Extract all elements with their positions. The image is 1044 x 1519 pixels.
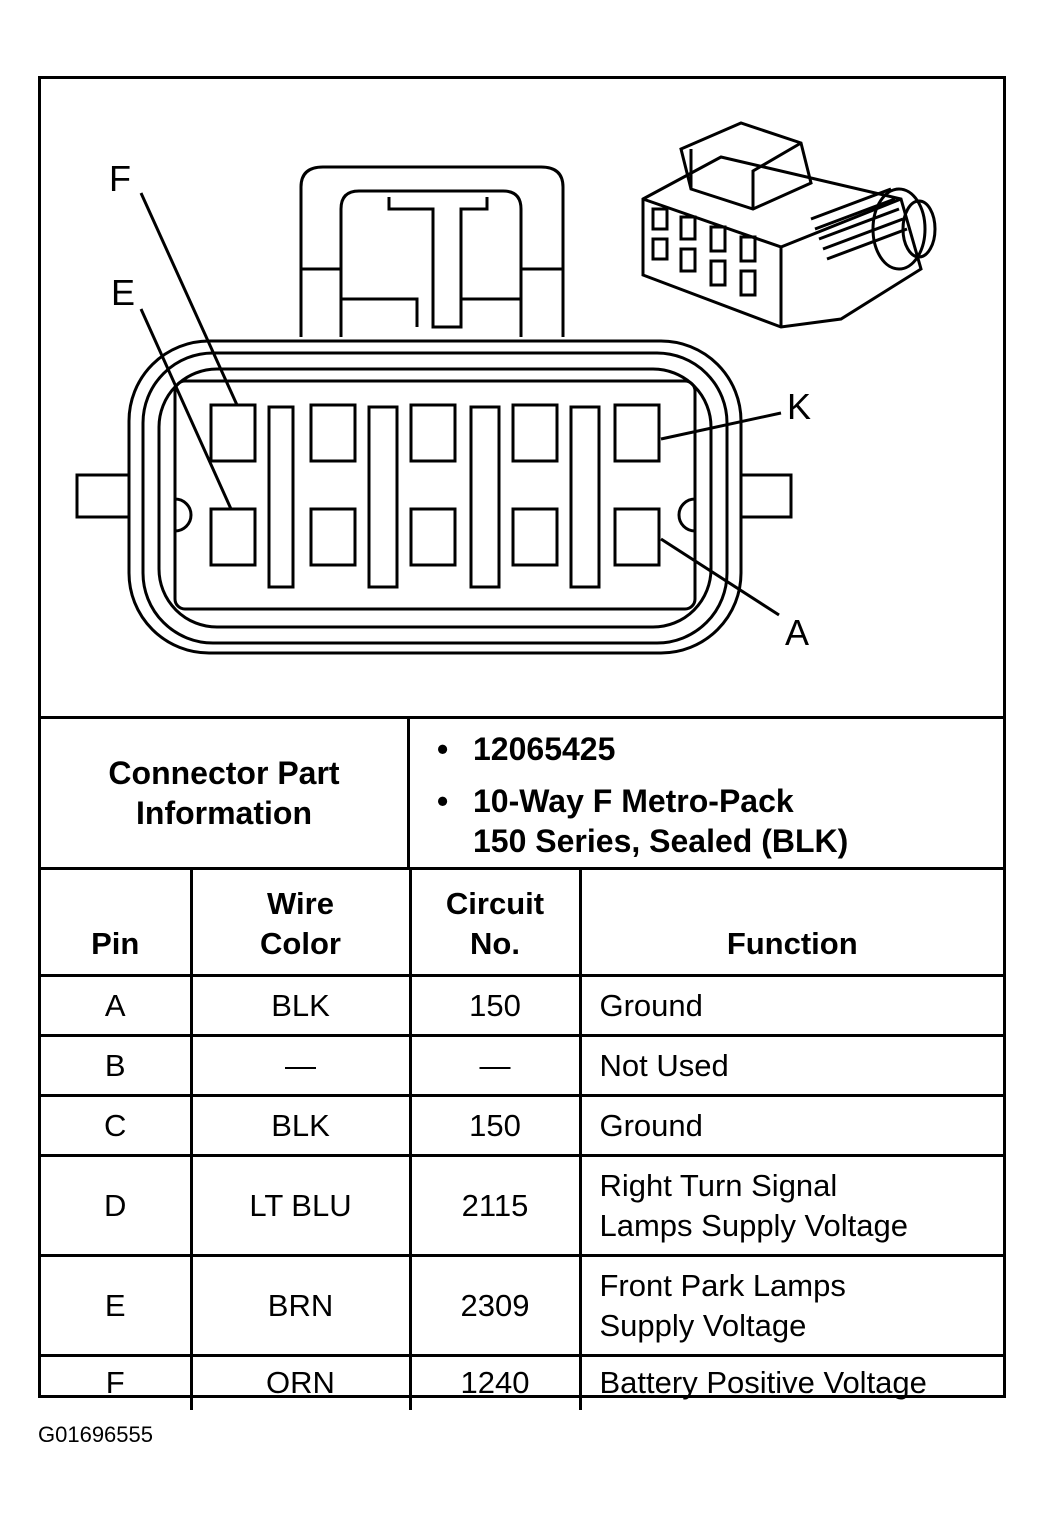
pin-table: Pin Wire Color Circuit No. Function A BL… — [41, 870, 1003, 1410]
cell-wire-color: — — [189, 1034, 412, 1097]
leader-F — [139, 192, 239, 406]
housing-inner — [157, 367, 713, 629]
cell-circuit: 2115 — [408, 1154, 582, 1257]
latch-tab — [387, 197, 489, 329]
cavity-D — [309, 507, 357, 567]
leader-K — [660, 411, 782, 441]
part-info-values: • 12065425 • 10-Way F Metro-Pack 150 Ser… — [413, 729, 1003, 873]
cell-wire-color: ORN — [189, 1354, 412, 1410]
connector-3d-illustration — [641, 121, 937, 329]
left-ear — [75, 473, 131, 519]
leader-E — [139, 308, 233, 510]
table-row: B — — Not Used — [41, 1034, 1003, 1097]
pin-label-A: A — [785, 612, 809, 653]
cell-pin: F — [41, 1354, 193, 1410]
cavity-K — [613, 403, 661, 463]
connector-part-info: Connector Part Information • 12065425 • … — [41, 716, 1003, 870]
cell-function: Battery Positive Voltage — [578, 1354, 1003, 1410]
cell-circuit: 2309 — [408, 1254, 582, 1357]
part-info-label-line1: Connector Part — [108, 755, 340, 791]
housing-face — [173, 379, 697, 611]
header-pin: Pin — [41, 870, 193, 977]
cell-function: Not Used — [578, 1034, 1003, 1097]
latch-inner — [339, 189, 523, 337]
table-row: D LT BLU 2115 Right Turn Signal Lamps Su… — [41, 1154, 1003, 1257]
leader-A — [660, 537, 780, 617]
table-row: C BLK 150 Ground — [41, 1094, 1003, 1157]
cavity-G — [309, 403, 357, 463]
connector-face-view: F E K A — [75, 121, 937, 655]
cavity-C — [409, 507, 457, 567]
diagram-frame: F E K A — [38, 76, 1006, 1410]
header-wire-color: Wire Color — [189, 870, 412, 977]
right-ear — [739, 473, 793, 519]
cell-function: Ground — [578, 974, 1003, 1037]
cavity-H — [409, 403, 457, 463]
latch-outer — [299, 165, 565, 337]
table-row: E BRN 2309 Front Park Lamps Supply Volta… — [41, 1254, 1003, 1357]
figure-id: G01696555 — [38, 1422, 153, 1447]
part-description-row: • 10-Way F Metro-Pack 150 Series, Sealed… — [413, 781, 1003, 861]
header-function: Function — [578, 870, 1003, 977]
pin-label-F: F — [109, 158, 131, 199]
cell-pin: A — [41, 974, 193, 1037]
cell-wire-color: BLK — [189, 974, 412, 1037]
table-row: F ORN 1240 Battery Positive Voltage — [41, 1354, 1003, 1410]
part-info-label-line2: Information — [136, 795, 312, 831]
part-number-row: • 12065425 — [413, 729, 1003, 769]
cell-function: Front Park Lamps Supply Voltage — [578, 1254, 1003, 1357]
cavity-A — [613, 507, 661, 567]
cell-wire-color: BLK — [189, 1094, 412, 1157]
cell-circuit: 150 — [408, 974, 582, 1037]
bullet-icon: • — [437, 731, 449, 767]
cell-circuit: — — [408, 1034, 582, 1097]
cavity-B — [511, 507, 559, 567]
cell-circuit: 1240 — [408, 1354, 582, 1410]
cell-pin: D — [41, 1154, 193, 1257]
pin-label-E: E — [111, 272, 135, 313]
cell-function: Right Turn Signal Lamps Supply Voltage — [578, 1154, 1003, 1257]
cell-wire-color: LT BLU — [189, 1154, 412, 1257]
table-row: A BLK 150 Ground — [41, 974, 1003, 1037]
cell-pin: B — [41, 1034, 193, 1097]
cavity-F — [209, 403, 257, 463]
part-description: 10-Way F Metro-Pack 150 Series, Sealed (… — [473, 783, 849, 859]
part-number: 12065425 — [473, 731, 616, 767]
housing-outer — [127, 339, 743, 655]
cell-circuit: 150 — [408, 1094, 582, 1157]
housing-seal — [141, 351, 729, 645]
bullet-icon: • — [437, 783, 449, 819]
cell-pin: E — [41, 1254, 193, 1357]
part-info-label: Connector Part Information — [41, 719, 410, 867]
connector-diagram: F E K A — [41, 79, 1003, 719]
cavity-J — [511, 403, 559, 463]
cell-function: Ground — [578, 1094, 1003, 1157]
table-header-row: Pin Wire Color Circuit No. Function — [41, 870, 1003, 977]
header-circuit-no: Circuit No. — [408, 870, 582, 977]
cavity-E — [209, 507, 257, 567]
cell-wire-color: BRN — [189, 1254, 412, 1357]
pin-label-K: K — [787, 386, 811, 427]
cell-pin: C — [41, 1094, 193, 1157]
